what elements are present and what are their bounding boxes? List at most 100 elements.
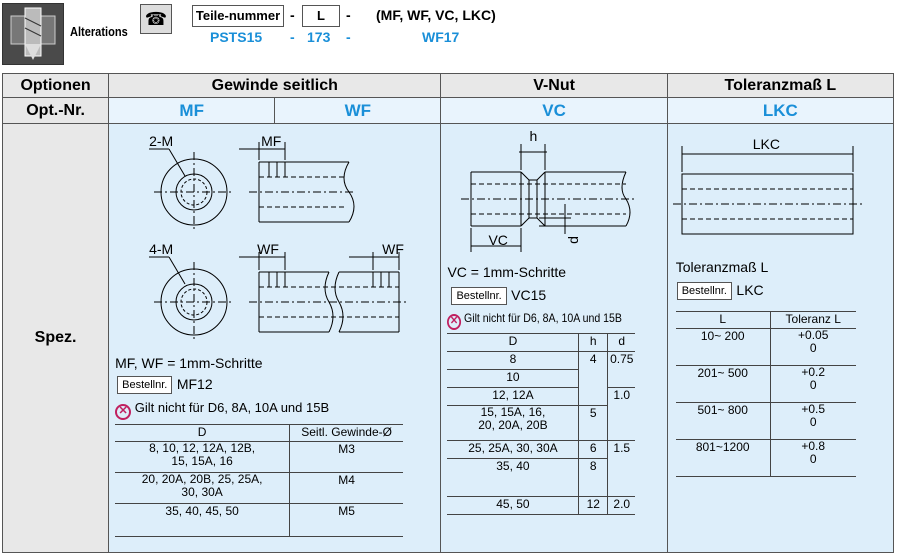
- example-part: PSTS15: [210, 29, 263, 45]
- example-dash-1: -: [290, 29, 295, 45]
- example-code: WF17: [422, 29, 460, 45]
- order-button-lkc[interactable]: Bestellnr.: [676, 282, 732, 300]
- part-number-box: Teile-nummer: [192, 5, 284, 27]
- table-row: 10: [447, 369, 579, 388]
- table-row: 15, 15A, 16, 20, 20A, 20B: [447, 405, 579, 441]
- gewinde-note-text: Gilt nicht für D6, 8A, 10A und 15B: [134, 400, 330, 415]
- vnut-cell: h VC d VC = 1mm-Schritte Bestellnr. VC15…: [440, 123, 668, 553]
- opt-wf: WF: [274, 97, 442, 124]
- row-label-optnr: Opt.-Nr.: [1, 97, 110, 124]
- label-lkc: LKC: [752, 136, 780, 152]
- gewinde-drawing: [149, 142, 410, 342]
- tol-zero: 0: [809, 452, 817, 466]
- table-cell: 5: [578, 405, 608, 441]
- label-wf-2: WF: [382, 241, 404, 257]
- tol-plus: +0.8: [801, 439, 826, 453]
- table-cell: M4: [289, 472, 404, 504]
- table-row: 35, 40, 45, 50: [115, 503, 290, 537]
- th-d: D: [115, 424, 290, 442]
- th-h: h: [578, 333, 608, 352]
- tol-zero: 0: [809, 415, 817, 429]
- table-row: 35, 40: [447, 458, 579, 497]
- tol-plus: +0.5: [801, 402, 826, 416]
- toleranz-drawing: [672, 146, 863, 235]
- opt-lkc: LKC: [666, 97, 895, 124]
- th-dd: d: [607, 333, 636, 352]
- table-cell: 4: [578, 351, 608, 406]
- label-d: d: [565, 236, 582, 244]
- table-row: 25, 25A, 30, 30A: [447, 440, 579, 459]
- alterations-label: Alterations: [70, 24, 128, 39]
- tol-plus: +0.05: [798, 328, 829, 342]
- toleranz-title: Toleranzmaß L: [675, 259, 769, 275]
- label-2m: 2-M: [149, 133, 174, 149]
- phone-icon[interactable]: ☎: [140, 4, 172, 34]
- vnut-order: Bestellnr. VC15: [451, 287, 546, 305]
- table-row: 10~ 200: [675, 328, 771, 366]
- col-vnut: V-Nut: [440, 73, 668, 98]
- table-cell: 8: [578, 458, 608, 497]
- table-cell: 0.75: [607, 351, 636, 388]
- table-row: 501~ 800: [675, 402, 771, 440]
- vnut-drawing: [461, 144, 637, 252]
- vnut-step: VC = 1mm-Schritte: [447, 264, 567, 280]
- table-row: 801~1200: [675, 439, 771, 477]
- tol-zero: 0: [809, 378, 817, 392]
- table-row: 45, 50: [447, 496, 579, 515]
- tol-plus: +0.2: [801, 365, 826, 379]
- label-vc: VC: [488, 232, 508, 248]
- example-length: 173: [307, 29, 331, 45]
- vnut-note-text: Gilt nicht für D6, 8A, 10A und 15B: [464, 311, 623, 325]
- order-button-mf[interactable]: Bestellnr.: [117, 376, 173, 394]
- table-cell: M3: [289, 441, 404, 473]
- th-l: L: [675, 311, 771, 329]
- not-applicable-icon: ✕: [447, 314, 462, 330]
- table-cell: 1.0: [607, 387, 636, 441]
- header-dash-2: -: [346, 7, 351, 23]
- table-row: 201~ 500: [675, 365, 771, 403]
- table-row: 12, 12A: [447, 387, 579, 406]
- row-label-spez: Spez.: [1, 123, 110, 553]
- table-row: 8, 10, 12, 12A, 12B, 15, 15A, 16: [115, 441, 290, 473]
- length-box: L: [302, 5, 340, 27]
- codes-label: (MF, WF, VC, LKC): [376, 7, 496, 23]
- vnut-note: ✕ Gilt nicht für D6, 8A, 10A und 15B: [447, 311, 622, 330]
- label-4m: 4-M: [149, 241, 174, 257]
- drill-logo-icon: [2, 3, 64, 65]
- order-button-vc[interactable]: Bestellnr.: [451, 287, 507, 305]
- gewinde-note: ✕ Gilt nicht für D6, 8A, 10A und 15B: [115, 400, 329, 420]
- table-cell: 1.5: [607, 440, 636, 497]
- label-h: h: [529, 128, 538, 144]
- table-cell: 12: [578, 496, 608, 515]
- gewinde-step: MF, WF = 1mm-Schritte: [115, 355, 263, 371]
- tol-zero: 0: [809, 341, 817, 355]
- th-d: D: [447, 333, 579, 352]
- example-dash-2: -: [346, 29, 351, 45]
- label-mf: MF: [261, 133, 282, 149]
- order-code-lkc: LKC: [736, 282, 764, 299]
- table-cell: 6: [578, 440, 608, 459]
- order-code-mf: MF12: [176, 376, 213, 393]
- table-row: 20, 20A, 20B, 25, 25A, 30, 30A: [115, 472, 290, 504]
- row-label-optionen: Optionen: [1, 73, 110, 98]
- col-gewinde: Gewinde seitlich: [108, 73, 442, 98]
- gewinde-order: Bestellnr. MF12: [117, 376, 213, 394]
- table-cell: M5: [289, 503, 404, 537]
- table-cell: 2.0: [607, 496, 636, 515]
- col-toleranz: Toleranzmaß L: [666, 73, 895, 98]
- header: Alterations ☎ Teile-nummer - L - (MF, WF…: [0, 0, 897, 66]
- label-wf-1: WF: [257, 241, 279, 257]
- table-row: 8: [447, 351, 579, 370]
- opt-mf: MF: [108, 97, 276, 124]
- th-gewinde: Seitl. Gewinde-Ø: [289, 424, 404, 442]
- options-table: Optionen Gewinde seitlich V-Nut Toleranz…: [1, 73, 895, 553]
- gewinde-cell: 2-M MF 4-M WF WF MF, WF = 1mm-Schritte B…: [108, 123, 442, 553]
- opt-vc: VC: [440, 97, 668, 124]
- not-applicable-icon: ✕: [115, 404, 132, 420]
